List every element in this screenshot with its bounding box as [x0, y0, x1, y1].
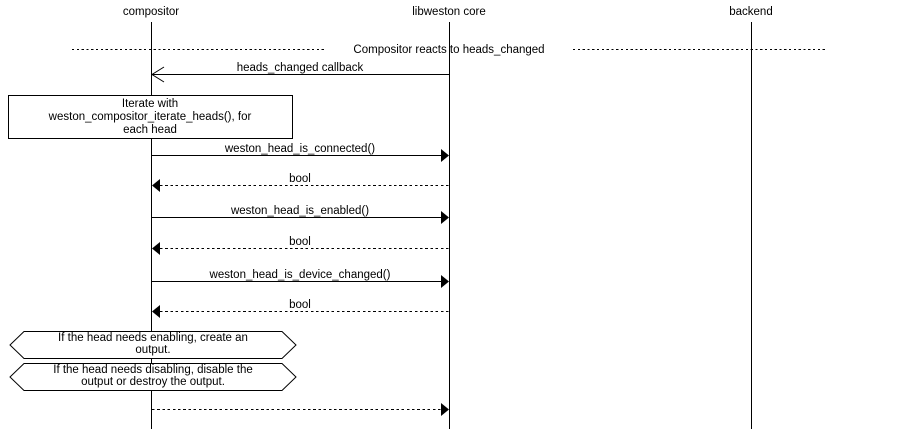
- lifeline-compositor: compositor: [123, 6, 179, 429]
- message-label-bool-return-device-changed: bool: [289, 299, 311, 311]
- message-label-weston-head-is-enabled: weston_head_is_enabled(): [230, 205, 369, 217]
- note-iterate-heads: Iterate with weston_compositor_iterate_h…: [8, 95, 293, 139]
- arrowhead-filled-icon: [441, 275, 449, 288]
- message-label-weston-head-is-connected: weston_head_is_connected(): [224, 143, 375, 155]
- message-bool-return-device-changed: bool: [152, 299, 449, 318]
- arrowhead-filled-icon: [152, 242, 160, 255]
- note-line-2: weston_compositor_iterate_heads(), for: [48, 111, 252, 123]
- fragment-hexagon-enable-head: [9, 331, 297, 359]
- lifeline-backend: backend: [729, 6, 773, 429]
- fragment-enable-line-2: output.: [135, 344, 170, 356]
- arrowhead-filled-icon: [441, 211, 449, 224]
- message-label-bool-return-enabled: bool: [289, 236, 311, 248]
- arrowhead-filled-icon: [441, 149, 449, 162]
- fragment-disable-head: If the head needs disabling, disable the…: [9, 363, 297, 391]
- arrowhead-filled-icon: [441, 403, 449, 416]
- divider-label: Compositor reacts to heads_changed: [353, 44, 544, 56]
- lifelines-group: compositor libweston core backend: [123, 6, 773, 429]
- fragment-disable-line-2: output or destroy the output.: [81, 376, 225, 388]
- lifeline-libweston-core: libweston core: [412, 6, 486, 429]
- message-label-bool-return-connected: bool: [289, 173, 311, 185]
- arrowhead-filled-icon: [152, 179, 160, 192]
- arrowhead-open-icon: [151, 66, 165, 83]
- arrowhead-filled-icon: [152, 305, 160, 318]
- message-weston-head-is-device-changed: weston_head_is_device_changed(): [152, 269, 449, 288]
- divider-compositor-reacts: Compositor reacts to heads_changed: [72, 44, 827, 56]
- message-bool-return-enabled: bool: [152, 236, 449, 255]
- message-heads-changed-callback: heads_changed callback: [151, 62, 449, 83]
- message-weston-head-is-connected: weston_head_is_connected(): [152, 143, 449, 162]
- message-weston-head-is-enabled: weston_head_is_enabled(): [152, 205, 449, 224]
- message-bool-return-connected: bool: [152, 173, 449, 192]
- message-label-weston-head-is-device-changed: weston_head_is_device_changed(): [209, 269, 391, 281]
- fragment-enable-head: If the head needs enabling, create an ou…: [9, 331, 297, 359]
- lifeline-label-backend: backend: [729, 6, 772, 18]
- note-box-iterate-heads: [8, 95, 293, 139]
- note-line-1: Iterate with: [122, 98, 178, 110]
- message-label-heads-changed-callback: heads_changed callback: [237, 62, 364, 74]
- fragment-enable-line-1: If the head needs enabling, create an: [58, 332, 248, 344]
- lifeline-label-compositor: compositor: [123, 6, 179, 18]
- lifeline-label-libweston-core: libweston core: [412, 6, 486, 18]
- fragment-hexagon-disable-head: [9, 363, 297, 391]
- note-line-3: each head: [123, 124, 177, 136]
- message-final-return: [152, 403, 449, 416]
- fragment-disable-line-1: If the head needs disabling, disable the: [53, 364, 252, 376]
